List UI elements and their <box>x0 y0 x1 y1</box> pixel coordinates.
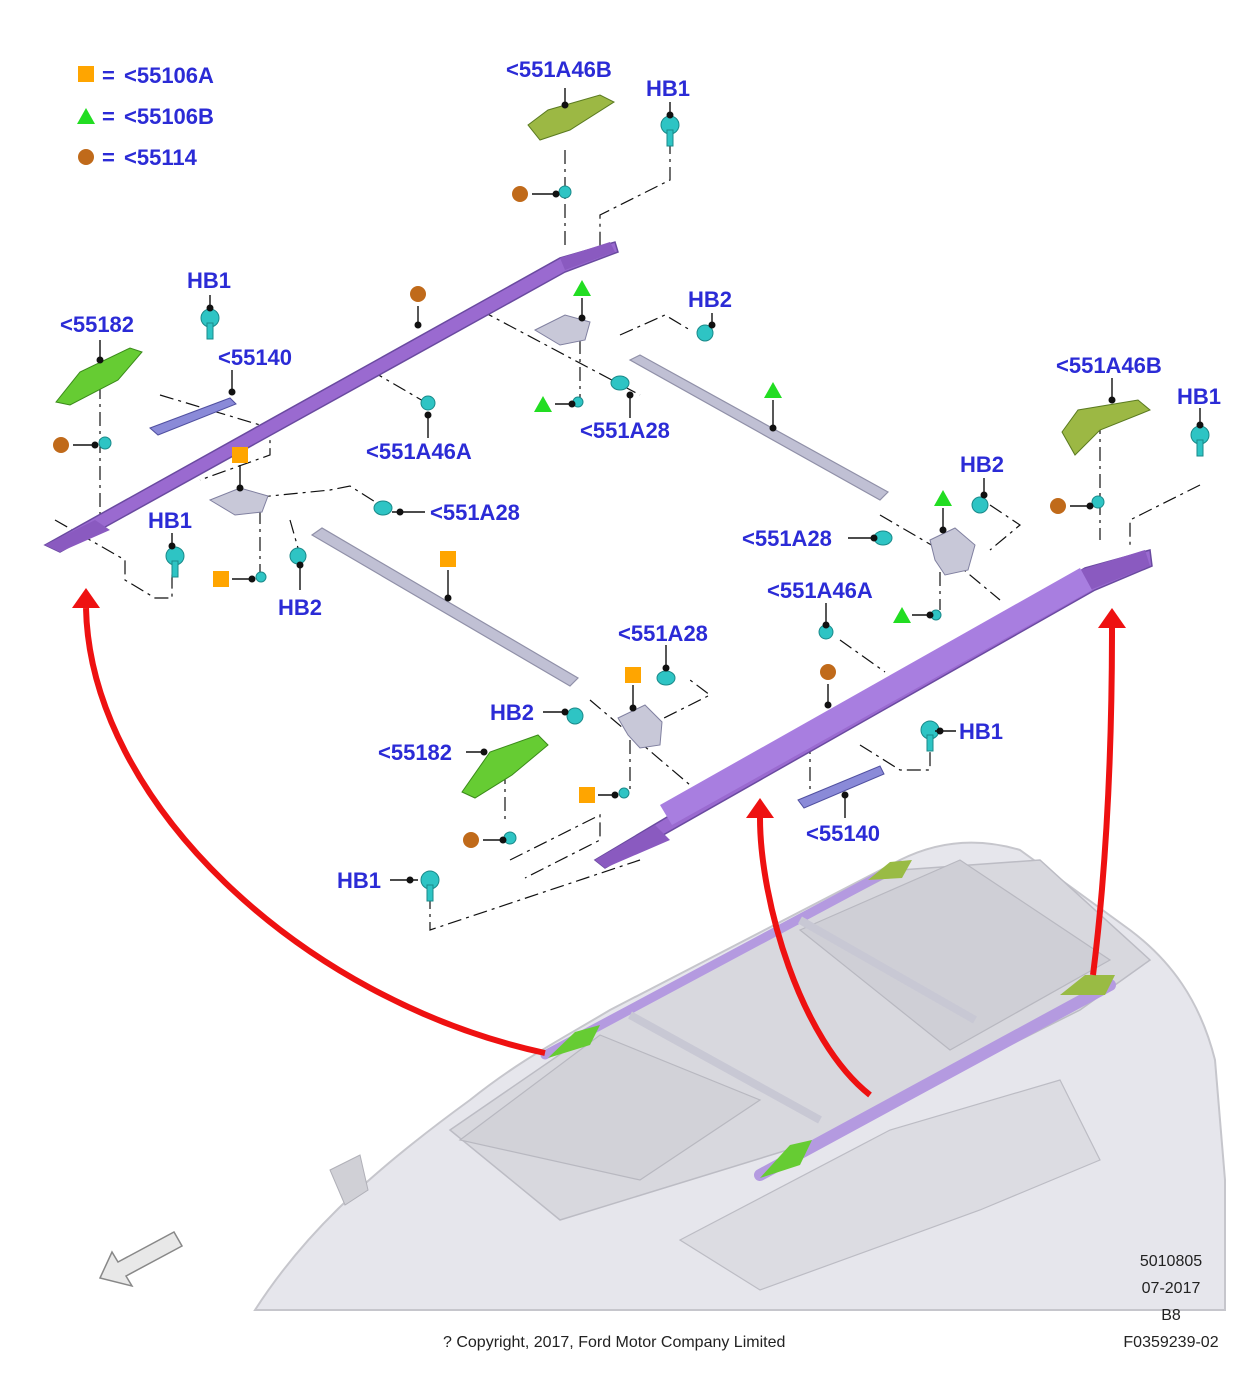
crossbar-rear <box>628 354 889 501</box>
label-HB2-bottom: HB2 <box>490 700 534 725</box>
square-icon <box>232 447 248 463</box>
crossbar-front <box>310 527 579 687</box>
footer-code: 5010805 <box>1140 1253 1202 1270</box>
square-icon <box>213 571 229 587</box>
copyright: ? Copyright, 2017, Ford Motor Company Li… <box>443 1334 785 1351</box>
arrowhead-right <box>1098 608 1126 628</box>
legend-eq: = <box>102 145 115 170</box>
label-55140-left: <55140 <box>218 345 292 370</box>
circle-icon <box>53 437 69 453</box>
label-HB1-lower-right: HB1 <box>959 719 1003 744</box>
square-icon <box>440 551 456 567</box>
label-HB2-left: HB2 <box>278 595 322 620</box>
triangle-icon <box>77 108 95 124</box>
legend-eq: = <box>102 104 115 129</box>
vehicle <box>253 841 1226 1311</box>
end-cover <box>527 94 616 141</box>
circle-icon <box>1050 498 1066 514</box>
square-icon <box>579 787 595 803</box>
label-551A28-top: <551A28 <box>580 418 670 443</box>
label-HB1-left: HB1 <box>187 268 231 293</box>
triangle-icon <box>534 396 552 412</box>
part-labels: <551A46B HB1 HB1 <55182 <55140 <551A46A … <box>60 57 1221 893</box>
label-HB1-top: HB1 <box>646 76 690 101</box>
label-55182-left: <55182 <box>60 312 134 337</box>
label-55140-right: <55140 <box>806 821 880 846</box>
label-551A28-mid: <551A28 <box>430 500 520 525</box>
callout-arrows <box>72 588 1126 1098</box>
footer-rev: B8 <box>1161 1307 1181 1324</box>
circle-icon <box>78 149 94 165</box>
bracket-55140 <box>149 397 237 436</box>
circle-icon <box>410 286 426 302</box>
crossbar-foot <box>533 314 591 346</box>
footer-date: 07-2017 <box>1142 1280 1201 1297</box>
vehicle-crossbar-rear <box>798 916 977 1024</box>
vehicle-windshield <box>458 1034 762 1181</box>
vehicle-sunroof <box>798 859 1112 1051</box>
legend-label-triangle: <55106B <box>124 104 214 129</box>
rail-right <box>593 549 1153 869</box>
vehicle-rail-left <box>540 860 905 1060</box>
vehicle-cover-rear-right <box>1060 975 1115 995</box>
legend-label-circle: <55114 <box>124 145 198 170</box>
label-55182-bottom: <55182 <box>378 740 452 765</box>
bracket-55140 <box>797 765 885 809</box>
legend-label-square: <55106A <box>124 63 214 88</box>
crossbar-foot <box>929 527 976 576</box>
square-icon <box>625 667 641 683</box>
vehicle-cover-front-left <box>548 1025 600 1058</box>
direction-arrow-icon <box>98 1230 184 1288</box>
callout-arrow-right <box>1090 627 1115 976</box>
legend-eq: = <box>102 63 115 88</box>
end-cover <box>1061 399 1151 456</box>
label-551A46B-top: <551A46B <box>506 57 612 82</box>
circle-icon <box>512 186 528 202</box>
end-cover <box>461 734 549 799</box>
crossbar-foot <box>617 704 663 749</box>
footer-figure: F0359239-02 <box>1123 1334 1218 1351</box>
clips <box>98 115 1210 902</box>
footer: 5010805 07-2017 B8 F0359239-02 ? Copyrig… <box>443 1253 1219 1351</box>
vehicle-rail-right <box>754 979 1116 1181</box>
vehicle-cover-rear-left <box>868 860 912 880</box>
circle-icon <box>820 664 836 680</box>
vehicle-cover-front-right <box>760 1140 812 1178</box>
crossbar-foot <box>208 487 269 516</box>
triangle-icon <box>764 382 782 398</box>
arrowhead-left <box>72 588 100 608</box>
label-551A46A-right: <551A46A <box>767 578 873 603</box>
callout-arrow-middle <box>757 817 872 1098</box>
label-551A46B-right: <551A46B <box>1056 353 1162 378</box>
triangle-icon <box>573 280 591 296</box>
vehicle-side-window <box>678 1079 1101 1291</box>
callout-arrow-left <box>83 607 546 1056</box>
circle-icon <box>463 832 479 848</box>
legend: = <55106A = <55106B = <55114 <box>77 63 214 170</box>
assembly-lines <box>54 140 1201 931</box>
label-551A46A-mid: <551A46A <box>366 439 472 464</box>
fastener-markers <box>53 186 1066 848</box>
label-551A28-right: <551A28 <box>742 526 832 551</box>
end-cover <box>55 347 143 406</box>
vehicle-crossbar-front <box>628 1011 822 1124</box>
label-HB2-top: HB2 <box>688 287 732 312</box>
triangle-icon <box>893 607 911 623</box>
label-HB2-right: HB2 <box>960 452 1004 477</box>
label-551A28-bottom: <551A28 <box>618 621 708 646</box>
arrowhead-middle <box>746 798 774 818</box>
label-HB1-right: HB1 <box>1177 384 1221 409</box>
triangle-icon <box>934 490 952 506</box>
square-icon <box>78 66 94 82</box>
label-HB1-bottom: HB1 <box>337 868 381 893</box>
vehicle-mirror <box>329 1154 369 1206</box>
leader-lines <box>73 88 1204 884</box>
rail-left <box>43 241 619 553</box>
label-HB1-lower-left: HB1 <box>148 508 192 533</box>
